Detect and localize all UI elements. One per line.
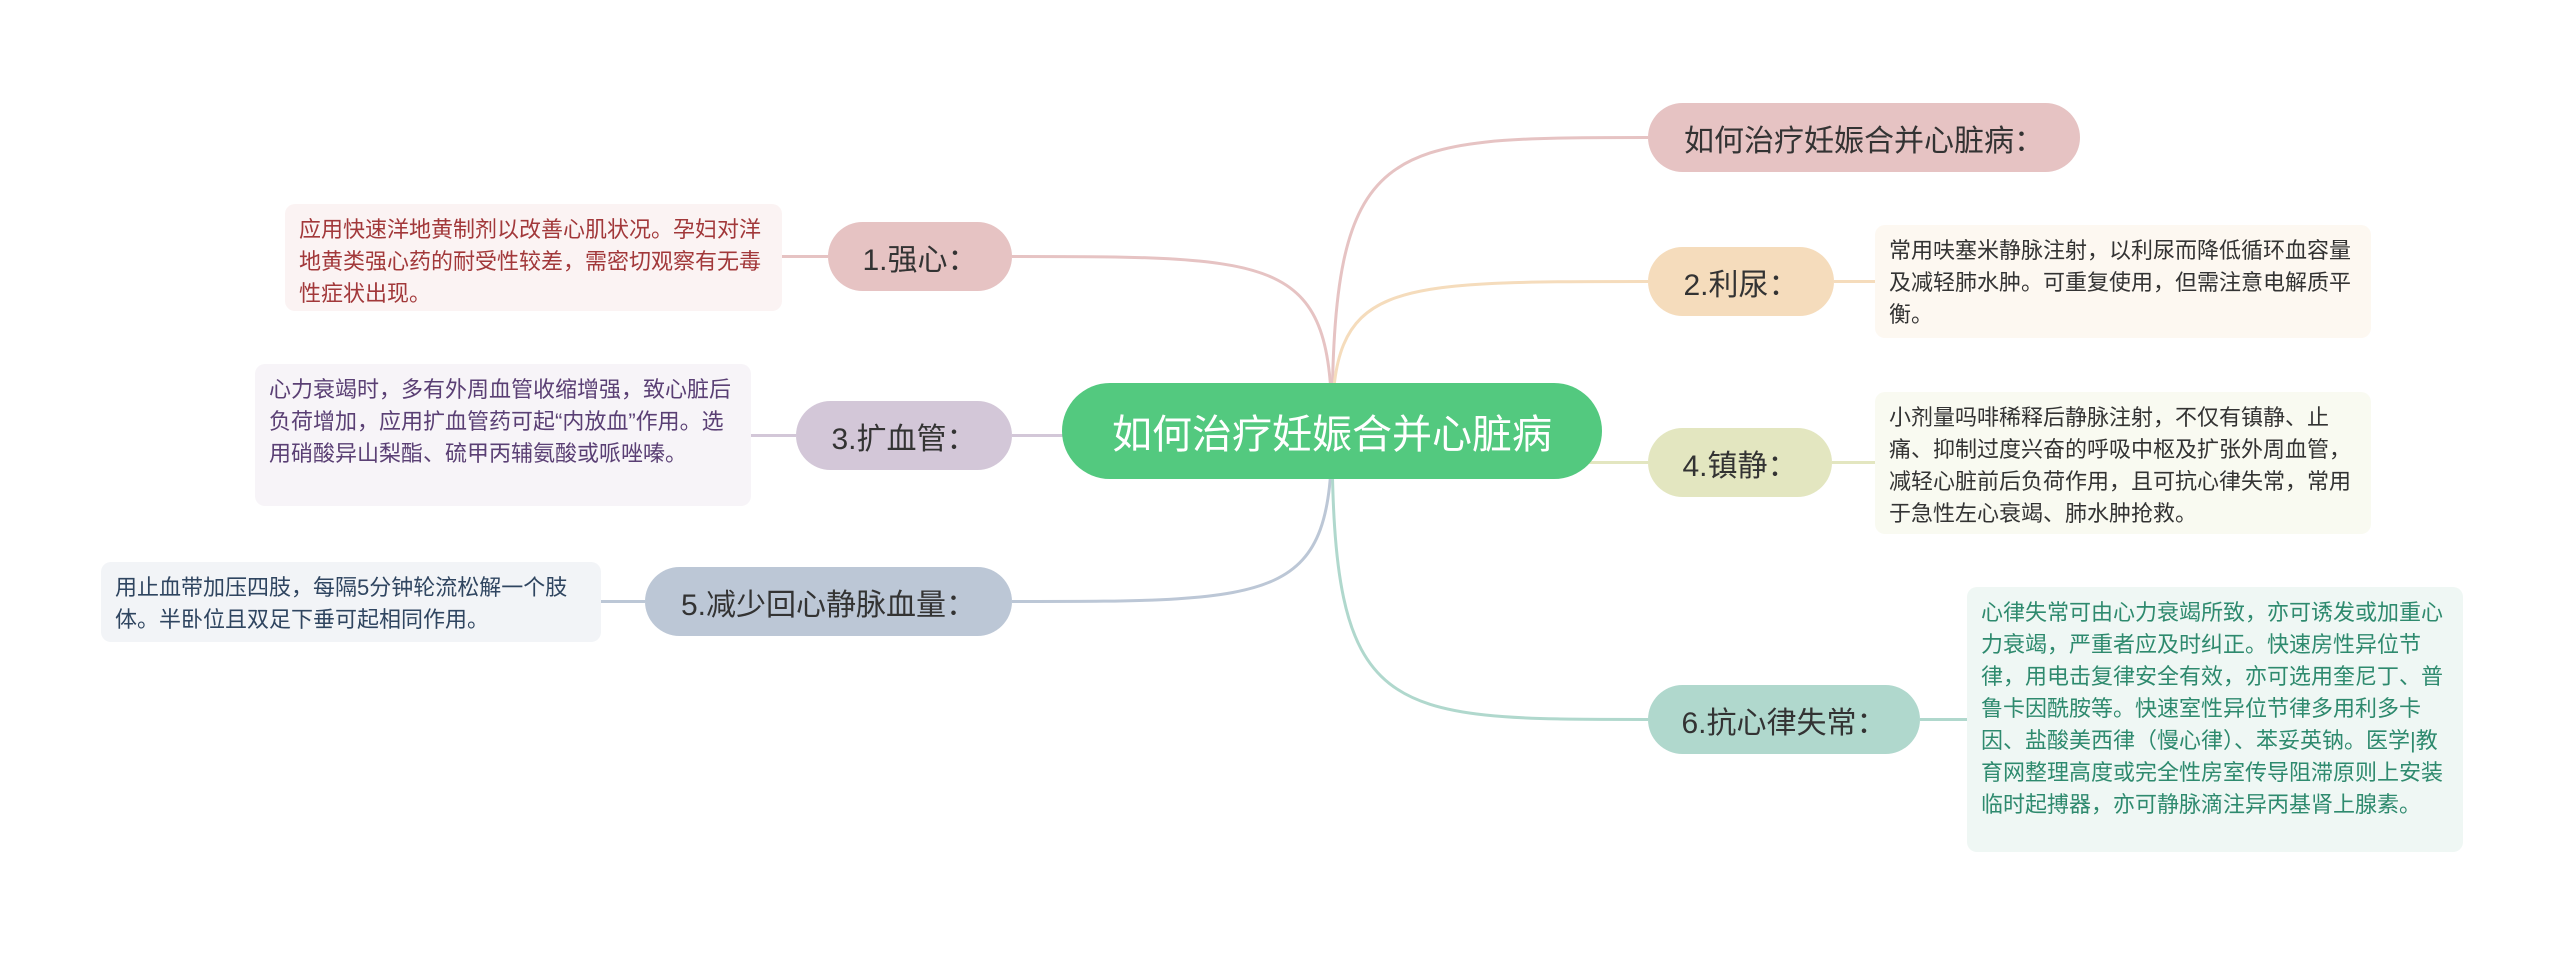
- note-jianshao: 用止血带加压四肢，每隔5分钟轮流松解一个肢体。半卧位且双足下垂可起相同作用。: [101, 562, 601, 642]
- root-node[interactable]: 如何治疗妊娠合并心脏病: [1062, 383, 1602, 479]
- connector-b5: [1011, 430, 1334, 603]
- connector-b2: [1330, 280, 1649, 432]
- note-qiangxin: 应用快速洋地黄制剂以改善心肌状况。孕妇对洋地黄类强心药的耐受性较差，需密切观察有…: [285, 204, 782, 311]
- branch-node-jianshao[interactable]: 5.减少回心静脉血量：: [645, 567, 1012, 636]
- connector-b1: [1011, 255, 1334, 432]
- note-kuoxueguan: 心力衰竭时，多有外周血管收缩增强，致心脏后负荷增加，应用扩血管药可起“内放血”作…: [255, 364, 751, 506]
- note-liniao: 常用呋塞米静脉注射，以利尿而降低循环血容量及减轻肺水肿。可重复使用，但需注意电解…: [1875, 225, 2371, 338]
- branch-node-qiangxin[interactable]: 1.强心：: [828, 222, 1012, 291]
- note-zhenjing: 小剂量吗啡稀释后静脉注射，不仅有镇静、止痛、抑制过度兴奋的呼吸中枢及扩张外周血管…: [1875, 392, 2371, 534]
- note-kangxinlv: 心律失常可由心力衰竭所致，亦可诱发或加重心力衰竭，严重者应及时纠正。快速房性异位…: [1967, 587, 2463, 852]
- branch-node-zhenjing[interactable]: 4.镇静：: [1648, 428, 1832, 497]
- branch-node-liniao[interactable]: 2.利尿：: [1648, 247, 1834, 316]
- branch-node-kangxinlv[interactable]: 6.抗心律失常：: [1648, 685, 1920, 754]
- connector-title: [1330, 136, 1649, 432]
- branch-node-title[interactable]: 如何治疗妊娠合并心脏病：: [1648, 103, 2080, 172]
- connector-b6: [1330, 430, 1649, 721]
- branch-node-kuoxueguan[interactable]: 3.扩血管：: [796, 401, 1012, 470]
